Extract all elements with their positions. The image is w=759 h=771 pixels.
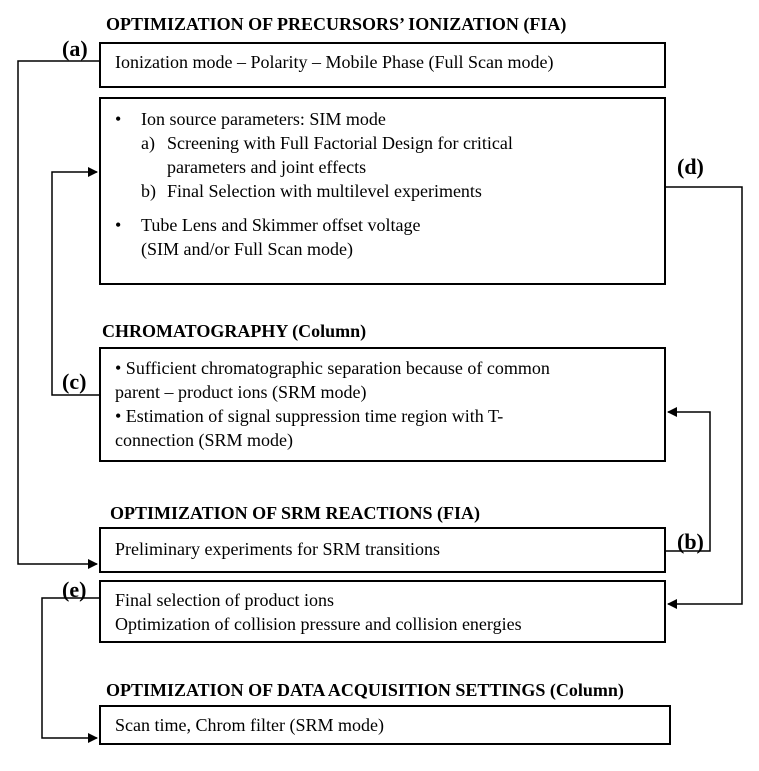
product-ions-text-line2: Optimization of collision pressure and c… [115, 614, 522, 634]
arrow-b [666, 407, 711, 552]
ion-source-bullet: • Ion source parameters: SIM mode [115, 107, 650, 131]
precursors-ionization-title: OPTIMIZATION OF PRECURSORS’ IONIZATION (… [106, 14, 567, 34]
screening-item: a) Screening with Full Factorial Design … [115, 131, 650, 179]
chromatography-text-line4: connection (SRM mode) [115, 430, 293, 450]
arrow-e [41, 597, 99, 743]
tube-lens-text-line1: Tube Lens and Skimmer offset voltage [141, 215, 421, 235]
arrow-c [51, 167, 99, 396]
final-selection-item: b) Final Selection with multilevel exper… [115, 179, 650, 203]
srm-preliminary-text: Preliminary experiments for SRM transiti… [115, 539, 440, 559]
bullet-icon: • [115, 109, 122, 129]
chromatography-text-line3: • Estimation of signal suppression time … [115, 406, 504, 426]
bullet-icon: • [115, 215, 122, 235]
screening-text-line1: Screening with Full Factorial Design for… [167, 133, 513, 153]
scan-time-box: Scan time, Chrom filter (SRM mode) [99, 705, 671, 745]
ion-source-params-text: Ion source parameters: SIM mode [141, 109, 386, 129]
chromatography-box: • Sufficient chromatographic separation … [99, 347, 666, 462]
arrow-a [17, 60, 99, 569]
item-a-marker: a) [141, 133, 155, 153]
chromatography-text-line2: parent – product ions (SRM mode) [115, 382, 367, 402]
label-e: (e) [62, 577, 87, 602]
item-b-marker: b) [141, 181, 156, 201]
label-b: (b) [677, 529, 704, 554]
ion-source-box: • Ion source parameters: SIM mode a) Scr… [99, 97, 666, 285]
scan-time-text: Scan time, Chrom filter (SRM mode) [115, 715, 384, 735]
srm-preliminary-box: Preliminary experiments for SRM transiti… [99, 527, 666, 573]
chromatography-title: CHROMATOGRAPHY (Column) [102, 321, 367, 341]
arrow-d [665, 186, 743, 609]
label-d: (d) [677, 154, 704, 179]
data-acquisition-title: OPTIMIZATION OF DATA ACQUISITION SETTING… [106, 680, 624, 700]
product-ions-box: Final selection of product ions Optimiza… [99, 580, 666, 643]
tube-lens-bullet: • Tube Lens and Skimmer offset voltage (… [115, 213, 650, 261]
final-selection-text: Final Selection with multilevel experime… [167, 181, 482, 201]
tube-lens-text-line2: (SIM and/or Full Scan mode) [141, 239, 353, 259]
label-c: (c) [62, 369, 87, 394]
srm-reactions-title: OPTIMIZATION OF SRM REACTIONS (FIA) [110, 503, 481, 523]
screening-text-line2: parameters and joint effects [167, 157, 367, 177]
product-ions-text-line1: Final selection of product ions [115, 590, 334, 610]
ionization-mode-box: Ionization mode – Polarity – Mobile Phas… [99, 42, 666, 88]
ionization-mode-text: Ionization mode – Polarity – Mobile Phas… [115, 52, 554, 72]
label-a: (a) [62, 36, 88, 61]
chromatography-text-line1: • Sufficient chromatographic separation … [115, 358, 550, 378]
